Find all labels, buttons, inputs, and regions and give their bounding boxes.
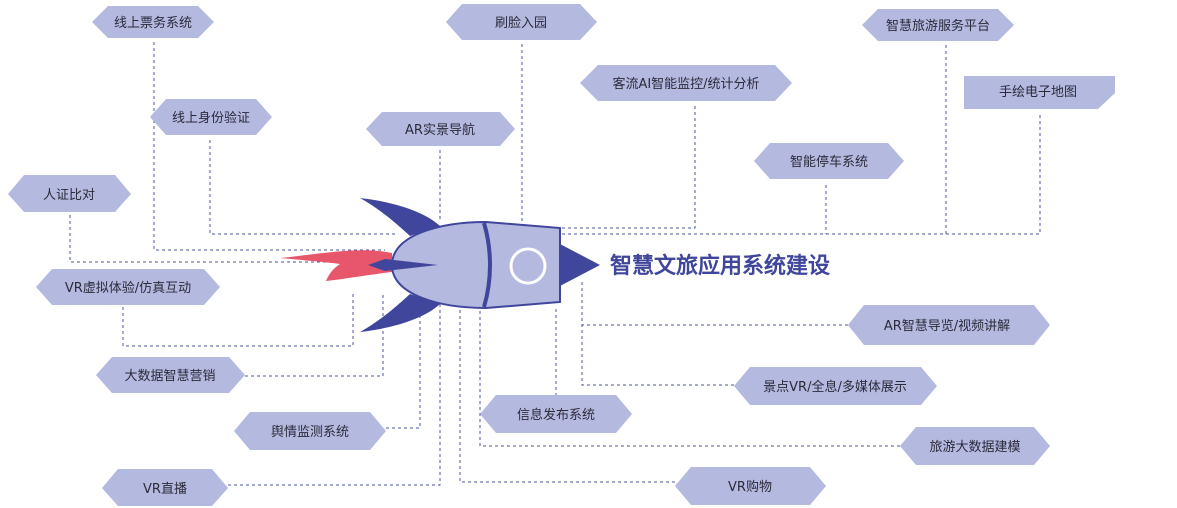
node-label: AR智慧导览/视频讲解 <box>884 318 1010 334</box>
connector-flow-monitor <box>522 106 696 229</box>
node-label: VR虚拟体验/仿真互动 <box>65 280 191 296</box>
node-label: AR实景导航 <box>405 122 475 138</box>
connector-vr-live <box>228 302 441 486</box>
rocket-nose-icon <box>560 244 600 286</box>
node-label: 智慧旅游服务平台 <box>886 18 990 34</box>
node-label: 线上身份验证 <box>172 110 250 126</box>
node-ticketing[interactable]: 线上票务系统 <box>92 6 214 38</box>
node-label: 人证比对 <box>43 188 95 203</box>
node-label: 大数据智慧营销 <box>124 368 215 384</box>
connector-id-compare <box>69 215 390 263</box>
node-info-publish[interactable]: 信息发布系统 <box>480 395 632 433</box>
node-id-verify[interactable]: 线上身份验证 <box>150 99 272 135</box>
node-flow-monitor[interactable]: 客流AI智能监控/统计分析 <box>580 65 792 101</box>
node-label: 客流AI智能监控/统计分析 <box>612 76 759 92</box>
node-label: 舆情监测系统 <box>271 425 349 440</box>
rocket-band-icon <box>482 222 492 308</box>
node-scenic-vr[interactable]: 景点VR/全息/多媒体展示 <box>734 367 937 405</box>
node-label: 手绘电子地图 <box>999 85 1077 100</box>
connector-vr-shop <box>459 306 675 483</box>
rocket-icon <box>280 198 600 332</box>
node-label: 景点VR/全息/多媒体展示 <box>763 379 907 395</box>
node-label: VR直播 <box>143 482 187 497</box>
node-tourism-platform[interactable]: 智慧旅游服务平台 <box>862 9 1014 41</box>
rocket-flame-icon <box>280 250 392 281</box>
node-ar-nav[interactable]: AR实景导航 <box>366 112 515 146</box>
node-label: VR购物 <box>728 479 772 495</box>
node-label: 信息发布系统 <box>517 407 595 423</box>
connector-ticketing <box>153 42 385 251</box>
node-parking[interactable]: 智能停车系统 <box>754 143 904 179</box>
connector-lines <box>69 42 1041 486</box>
connector-travel-big-data <box>479 308 900 447</box>
rocket-fin-top-icon <box>360 198 440 236</box>
rocket-center-fin-icon <box>368 259 438 271</box>
main-title: 智慧文旅应用系统建设 <box>610 253 830 279</box>
connector-vr-experience <box>122 293 354 347</box>
connector-id-verify <box>209 140 395 235</box>
node-list: 线上票务系统 刷脸入园 智慧旅游服务平台 客流AI智能监控/统计分析 手绘电子地… <box>8 4 1115 506</box>
node-vr-experience[interactable]: VR虚拟体验/仿真互动 <box>36 269 220 305</box>
node-label: 线上票务系统 <box>114 15 192 31</box>
node-vr-live[interactable]: VR直播 <box>102 469 228 506</box>
node-hand-map[interactable]: 手绘电子地图 <box>964 76 1115 109</box>
node-label: 刷脸入园 <box>495 16 547 31</box>
connector-hand-map <box>530 115 1041 235</box>
node-label: 旅游大数据建模 <box>929 440 1020 455</box>
node-face-entry[interactable]: 刷脸入园 <box>446 4 597 40</box>
rocket-fin-bottom-icon <box>360 294 440 332</box>
node-label: 智能停车系统 <box>790 154 868 170</box>
connector-big-data-marketing <box>245 295 384 377</box>
node-id-compare[interactable]: 人证比对 <box>8 175 131 212</box>
connector-scenic-vr <box>581 282 734 386</box>
node-travel-big-data[interactable]: 旅游大数据建模 <box>900 427 1050 465</box>
node-ar-guide[interactable]: AR智慧导览/视频讲解 <box>848 305 1050 345</box>
node-opinion-monitor[interactable]: 舆情监测系统 <box>234 412 386 450</box>
node-big-data-marketing[interactable]: 大数据智慧营销 <box>96 357 245 393</box>
rocket-window-icon <box>509 247 547 285</box>
node-vr-shop[interactable]: VR购物 <box>675 467 826 505</box>
